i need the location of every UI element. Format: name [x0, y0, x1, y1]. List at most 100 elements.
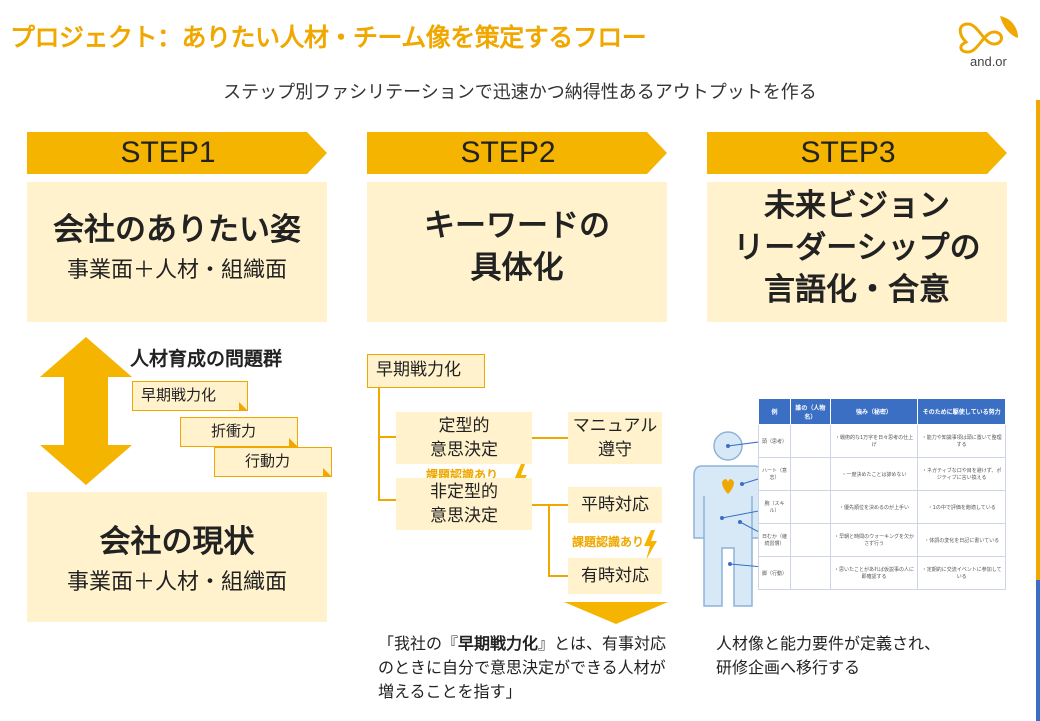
- step3-conclusion: 人材像と能力要件が定義され、 研修企画へ移行する: [716, 632, 1016, 680]
- step1-arrow: STEP1: [27, 132, 327, 174]
- node-manual: マニュアル 遵守: [568, 412, 662, 464]
- tag-fold-icon: [323, 468, 332, 477]
- conclusion-suffix: 』とは、有事対応のときに自分で意思決定ができる人材が増えることを指す」: [378, 634, 667, 701]
- step3-label: STEP3: [800, 136, 896, 169]
- table-row: 頭（思考） ・戦術的な1万字を日々思考の仕上げ ・能力や知識事項は頭に置いて整理…: [758, 424, 1006, 458]
- table-cell: [789, 523, 831, 557]
- issue-tag-action-label: 行動力: [245, 452, 291, 470]
- table-cell: 脚（行動）: [758, 556, 791, 590]
- issue-tag-early: 早期戦力化: [132, 381, 248, 411]
- down-chevron-icon: [564, 602, 668, 624]
- step2-arrow: STEP2: [367, 132, 667, 174]
- step3-main-line1: 未来ビジョン: [764, 188, 950, 224]
- tree-connector: [548, 504, 550, 576]
- tree-connector: [378, 388, 380, 500]
- table-header-example: 例: [758, 398, 791, 425]
- node-routine-line2: 意思決定: [430, 440, 498, 460]
- node-emergency-label: 有時対応: [581, 566, 649, 586]
- table-cell: 日むか（継続習慣）: [758, 523, 791, 557]
- step2-panel: キーワードの 具体化: [367, 182, 667, 322]
- table-cell: ハート（意志）: [758, 457, 791, 491]
- current-state-main: 会社の現状: [99, 524, 255, 560]
- node-normal-label: 平時対応: [581, 495, 649, 515]
- table-cell: ・1の中で評価を飽適している: [917, 490, 1006, 524]
- node-manual-line1: マニュアル: [572, 416, 658, 436]
- step3-main-line3: 言語化・合意: [764, 271, 950, 308]
- table-cell: ・ネガティブな口や目を避けず、ポジティブに言い換える: [917, 457, 1006, 491]
- table-cell: [789, 457, 831, 491]
- step3-main-line2: リーダーシップの: [733, 229, 981, 266]
- table-header-who: 誰の（人物名）: [789, 398, 831, 425]
- tree-connector: [532, 504, 568, 506]
- up-down-arrow-icon: [40, 337, 132, 485]
- issue-callout-2: 課題認識あり: [572, 535, 645, 549]
- step2-main-line2: 具体化: [470, 249, 564, 286]
- lightning-icon: [642, 530, 658, 560]
- edge-accent-orange: [1036, 100, 1040, 580]
- issue-heading: 人材育成の問題群: [130, 348, 283, 370]
- issue-tag-early-label: 早期戦力化: [141, 386, 217, 404]
- tree-root: 早期戦力化: [367, 354, 485, 388]
- table-cell: 頭（思考）: [758, 424, 791, 458]
- issue-tag-negotiation-label: 折衝力: [211, 422, 257, 440]
- node-nonroutine-decision: 非定型的 意思決定: [396, 478, 532, 530]
- table-row: 腕（スキル） ・優先順位を決めるのが上手い ・1の中で評価を飽適している: [758, 490, 1006, 524]
- tree-connector: [532, 437, 568, 439]
- brand-logo: and.or: [952, 10, 1024, 70]
- step1-main-text: 会社のありたい姿: [53, 212, 301, 248]
- table-cell: ・優先順位を決めるのが上手い: [829, 490, 919, 524]
- table-cell: ・能力や知識事項は頭に置いて整理する: [917, 424, 1006, 458]
- issue-tag-action: 行動力: [214, 447, 332, 477]
- table-row: 日むか（継続習慣） ・早朝と時間のウォーキングを欠かさず行う ・体調の変化を日記…: [758, 523, 1006, 557]
- table-row: ハート（意志） ・一度決めたことは諦めない ・ネガティブな口や目を避けず、ポジテ…: [758, 457, 1006, 491]
- table-cell: 腕（スキル）: [758, 490, 791, 524]
- step2-label: STEP2: [460, 136, 556, 169]
- node-emergency: 有時対応: [568, 558, 662, 594]
- conclusion-prefix: 「我社の『: [378, 634, 459, 653]
- table-header-strength: 強み（秘密）: [829, 398, 919, 425]
- table-cell: [789, 490, 831, 524]
- step3-conclusion-line2: 研修企画へ移行する: [716, 658, 861, 677]
- infinity-logo-icon: [958, 16, 1018, 54]
- tree-root-label: 早期戦力化: [376, 360, 461, 380]
- step1-sub-text: 事業面＋人材・組織面: [66, 257, 287, 283]
- table-cell: ・一度決めたことは諦めない: [829, 457, 919, 491]
- table-cell: ・戦術的な1万字を日々思考の仕上げ: [829, 424, 919, 458]
- node-routine-decision: 定型的 意思決定: [396, 412, 532, 464]
- step3-arrow: STEP3: [707, 132, 1007, 174]
- current-state-sub: 事業面＋人材・組織面: [66, 569, 287, 595]
- node-nonroutine-line1: 非定型的: [430, 482, 498, 502]
- tree-connector: [378, 499, 396, 501]
- tag-fold-icon: [289, 438, 298, 447]
- table-cell: ・体調の変化を日記に書いている: [917, 523, 1006, 557]
- step3-conclusion-line1: 人材像と能力要件が定義され、: [716, 634, 941, 653]
- node-manual-line2: 遵守: [598, 440, 632, 460]
- edge-accent-blue: [1036, 580, 1040, 721]
- page-title: プロジェクト：ありたい人材・チーム像を策定するフロー: [10, 23, 647, 52]
- current-state-panel: 会社の現状 事業面＋人材・組織面: [27, 492, 327, 622]
- table-cell: ・思いたことがあれば仮説事の人に即確認する: [829, 556, 919, 590]
- tree-connector: [548, 575, 568, 577]
- step2-conclusion: 「我社の『早期戦力化』とは、有事対応のときに自分で意思決定ができる人材が増えるこ…: [378, 632, 678, 704]
- table-row: 脚（行動） ・思いたことがあれば仮説事の人に即確認する ・定期的に交流イベントに…: [758, 556, 1006, 590]
- conclusion-keyword: 早期戦力化: [458, 634, 539, 653]
- step3-panel: 未来ビジョン リーダーシップの 言語化・合意: [707, 182, 1007, 322]
- step2-main-line1: キーワードの: [424, 208, 610, 244]
- table-cell: ・早朝と時間のウォーキングを欠かさず行う: [829, 523, 919, 557]
- table-cell: [789, 424, 831, 458]
- person-figure-icon: [688, 430, 768, 610]
- logo-text: and.or: [970, 54, 1007, 69]
- node-normal: 平時対応: [568, 487, 662, 523]
- tree-connector: [378, 436, 396, 438]
- subtitle: ステップ別ファシリテーションで迅速かつ納得性あるアウトプットを作る: [223, 82, 817, 103]
- tag-fold-icon: [239, 402, 248, 411]
- table-header-effort: そのために駆使している努力: [917, 398, 1006, 425]
- issue-tag-negotiation: 折衝力: [180, 417, 298, 447]
- node-nonroutine-line2: 意思決定: [430, 506, 498, 526]
- step1-label: STEP1: [120, 136, 216, 169]
- table-cell: ・定期的に交流イベントに参加している: [917, 556, 1006, 590]
- node-routine-line1: 定型的: [438, 416, 490, 436]
- table-cell: [789, 556, 831, 590]
- leadership-table: 例 誰の（人物名） 強み（秘密） そのために駆使している努力 頭（思考） ・戦術…: [758, 398, 1006, 590]
- step1-panel: 会社のありたい姿 事業面＋人材・組織面: [27, 182, 327, 322]
